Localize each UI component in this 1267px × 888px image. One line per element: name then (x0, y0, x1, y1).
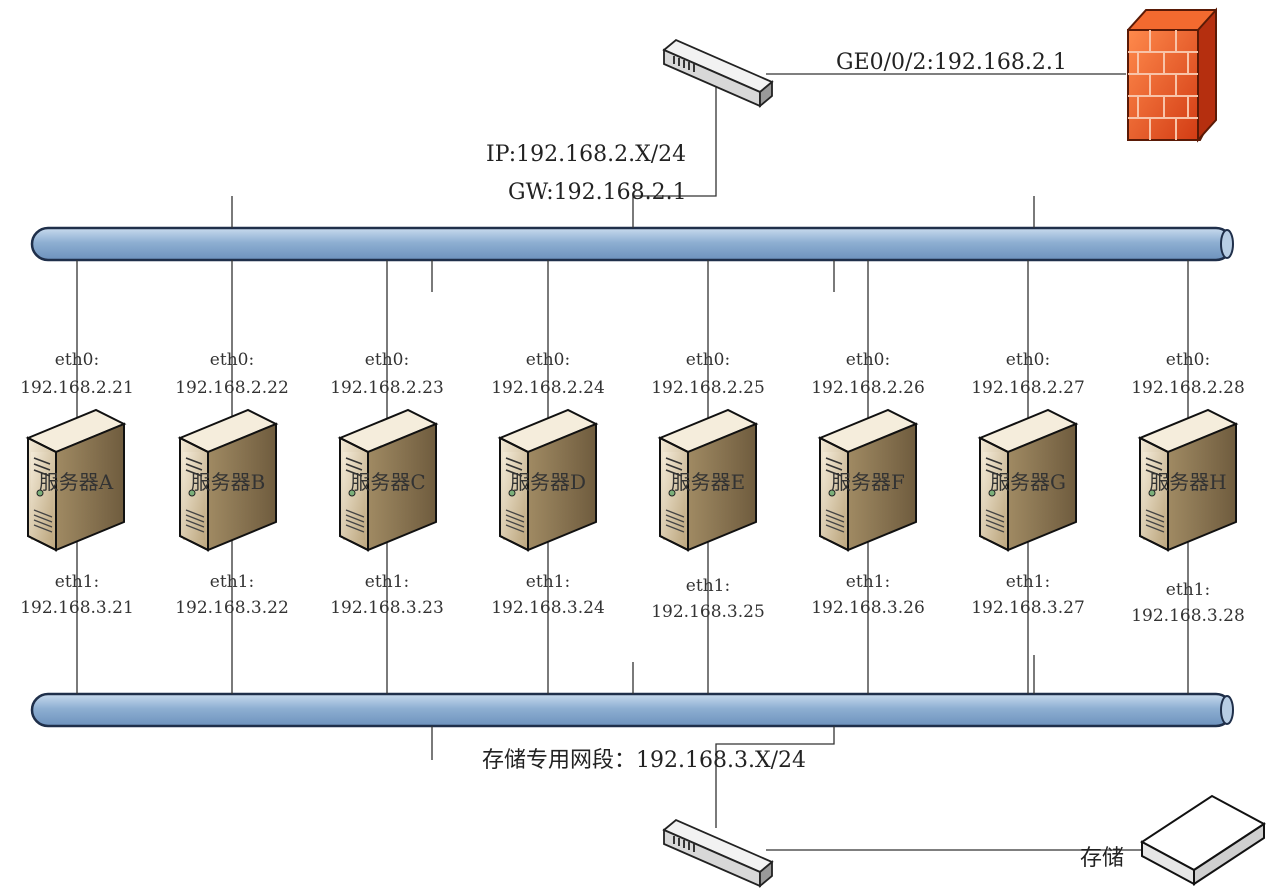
eth0-ip: 192.168.2.26 (798, 378, 938, 398)
core-switch (664, 40, 772, 106)
storage-icon (1142, 796, 1264, 884)
gateway-label: GW:192.168.2.1 (508, 180, 687, 206)
eth1-label: eth1: (162, 572, 302, 592)
router-interface-label: GE0/0/2:192.168.2.1 (836, 50, 1067, 76)
storage-bus (32, 694, 1233, 726)
ip-subnet-label: IP:192.168.2.X/24 (486, 142, 686, 168)
eth1-ip: 192.168.3.24 (478, 598, 618, 618)
eth0-label: eth0: (478, 350, 618, 370)
eth1-ip: 192.168.3.28 (1118, 606, 1258, 626)
firewall-icon (1128, 10, 1216, 140)
eth1-label: eth1: (958, 572, 1098, 592)
eth1-label: eth1: (7, 572, 147, 592)
storage-segment-label: 存储专用网段：192.168.3.X/24 (482, 748, 806, 774)
storage-switch (664, 820, 772, 886)
eth1-label: eth1: (798, 572, 938, 592)
eth0-ip: 192.168.2.27 (958, 378, 1098, 398)
eth1-ip: 192.168.3.22 (162, 598, 302, 618)
server-name: 服务器G (963, 470, 1093, 494)
eth0-ip: 192.168.2.22 (162, 378, 302, 398)
eth0-label: eth0: (798, 350, 938, 370)
lan-bus (32, 228, 1233, 260)
server-name: 服务器B (163, 470, 293, 494)
eth0-label: eth0: (7, 350, 147, 370)
storage-label: 存储 (1080, 846, 1124, 872)
eth1-label: eth1: (317, 572, 457, 592)
eth0-label: eth0: (317, 350, 457, 370)
server-name: 服务器D (483, 470, 613, 494)
eth1-ip: 192.168.3.26 (798, 598, 938, 618)
eth0-label: eth0: (638, 350, 778, 370)
eth0-ip: 192.168.2.28 (1118, 378, 1258, 398)
eth1-ip: 192.168.3.25 (638, 602, 778, 622)
eth1-ip: 192.168.3.23 (317, 598, 457, 618)
eth0-ip: 192.168.2.21 (7, 378, 147, 398)
eth0-label: eth0: (1118, 350, 1258, 370)
eth0-ip: 192.168.2.24 (478, 378, 618, 398)
eth1-label: eth1: (638, 576, 778, 596)
eth0-ip: 192.168.2.25 (638, 378, 778, 398)
server-name: 服务器A (11, 470, 141, 494)
server-name: 服务器F (803, 470, 933, 494)
server-name: 服务器H (1123, 470, 1253, 494)
eth1-ip: 192.168.3.27 (958, 598, 1098, 618)
server-name: 服务器E (643, 470, 773, 494)
server-name: 服务器C (323, 470, 453, 494)
eth1-ip: 192.168.3.21 (7, 598, 147, 618)
eth0-ip: 192.168.2.23 (317, 378, 457, 398)
eth1-label: eth1: (478, 572, 618, 592)
eth0-label: eth0: (162, 350, 302, 370)
eth1-label: eth1: (1118, 580, 1258, 600)
eth0-label: eth0: (958, 350, 1098, 370)
